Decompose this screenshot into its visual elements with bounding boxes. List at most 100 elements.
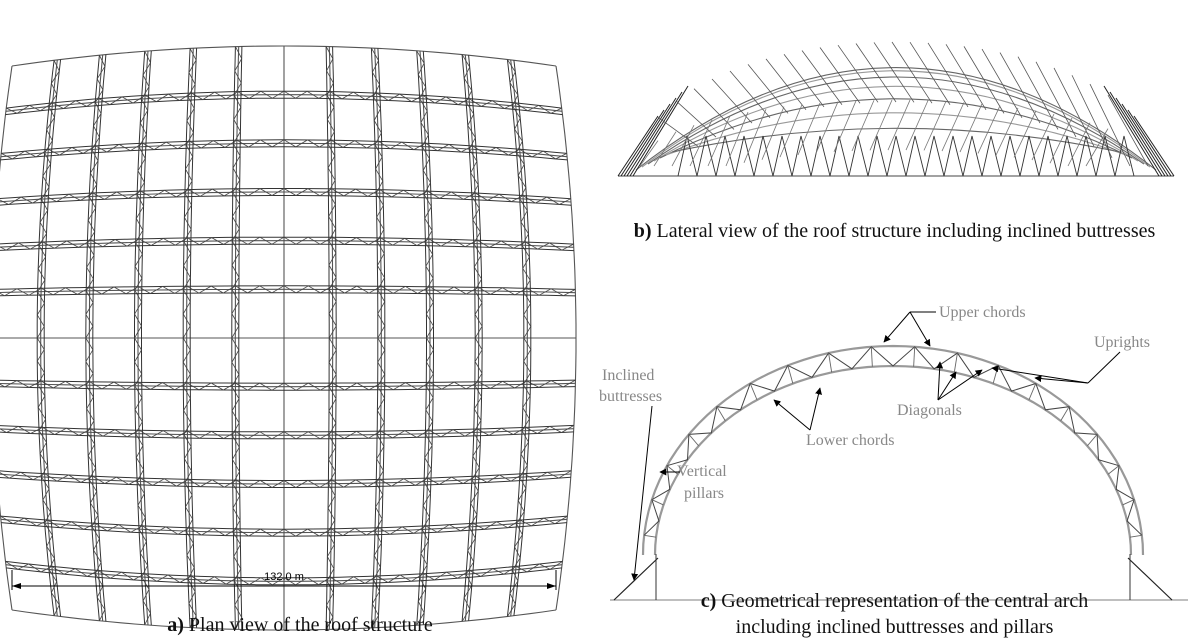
caption-c-letter: c)	[700, 590, 717, 612]
truss-bracing	[0, 425, 575, 440]
caption-b-letter: b)	[633, 220, 652, 242]
inclined-buttresses-arrow	[631, 405, 653, 581]
lattice-member	[689, 119, 713, 167]
truss-bracing	[0, 515, 568, 537]
inclined-buttress	[1127, 109, 1172, 177]
truss-chord	[141, 50, 152, 626]
upper-chords-arrow-1	[883, 311, 911, 343]
lattice-member	[779, 104, 803, 158]
inclined-buttress	[632, 85, 689, 177]
lattice-member	[941, 102, 965, 152]
truss-bracing	[0, 285, 576, 297]
lower-chords-arrow-1	[773, 399, 811, 431]
inclined-buttress	[1109, 91, 1163, 177]
lattice-member	[765, 58, 807, 111]
upright-member	[716, 406, 726, 422]
caption-a-text: Plan view of the roof structure	[183, 614, 433, 636]
upright-member	[787, 365, 794, 384]
lattice-member	[1071, 75, 1113, 159]
upright-member	[1028, 383, 1037, 401]
vertical-pillars-label-2: pillars	[684, 485, 724, 502]
inclined-buttress	[626, 97, 677, 177]
inclined-buttress	[623, 103, 671, 177]
truss-chord	[513, 60, 532, 616]
grid-line	[510, 59, 528, 617]
inclined-buttresses-label-1: Inclined	[602, 367, 654, 384]
truss-bracing	[0, 236, 574, 251]
truss-bracing	[85, 55, 106, 621]
truss-chord	[0, 292, 576, 297]
truss-chord	[377, 48, 386, 628]
truss-chord	[92, 54, 107, 622]
truss-chord	[0, 476, 571, 488]
truss-chord	[189, 48, 198, 628]
lower-chord	[653, 364, 1133, 556]
lattice-member	[923, 101, 947, 151]
upright-member	[644, 534, 657, 538]
inclined-buttress	[617, 115, 659, 177]
truss-chord	[0, 431, 574, 440]
lattice-member	[743, 108, 767, 163]
upright-member	[953, 352, 958, 373]
upright-member	[913, 346, 916, 367]
truss-bracing	[231, 46, 243, 630]
inclined-buttresses-label-2: buttresses	[599, 388, 662, 405]
caption-a-letter: a)	[167, 614, 184, 636]
lattice-member	[1049, 117, 1073, 164]
truss-bracing	[371, 47, 386, 629]
upright-member	[1129, 534, 1142, 538]
dimension-arrow-right	[547, 583, 556, 589]
plan-view-drawing: 132.0 m	[0, 45, 577, 631]
truss-bracing	[36, 60, 60, 616]
upright-member	[870, 346, 873, 367]
lattice-member	[725, 111, 749, 167]
lattice-member	[959, 103, 983, 153]
lattice-member	[747, 64, 789, 114]
inclined-buttress	[1103, 85, 1160, 177]
upright-member	[1122, 499, 1135, 506]
truss-chord	[0, 195, 572, 206]
grid-line	[11, 609, 557, 631]
truss-bracing	[507, 59, 532, 617]
caption-c: c) Geometrical representation of the cen…	[590, 588, 1199, 640]
lattice-member	[855, 43, 897, 103]
upright-member	[651, 499, 664, 506]
lattice-member	[945, 44, 987, 110]
diagonals-arrow-1	[937, 371, 957, 401]
lattice-member	[927, 42, 969, 108]
dome-structure	[617, 67, 1175, 177]
lattice-member	[995, 107, 1019, 156]
upright-member	[1086, 434, 1098, 447]
grid-line	[0, 518, 568, 534]
lattice-member	[963, 46, 1005, 114]
upright-member	[666, 465, 679, 475]
inclined-buttress	[1121, 103, 1169, 177]
dome-arc	[647, 76, 1145, 165]
truss-beams	[0, 46, 576, 630]
caption-a: a) Plan view of the roof structure	[40, 612, 560, 638]
vertical-pillars-label-1: Vertical	[677, 463, 727, 480]
truss-chord	[0, 424, 574, 433]
dome-arc	[635, 67, 1157, 171]
dimension-arrow-left	[12, 583, 21, 589]
diagonals-arrow-3	[936, 361, 944, 401]
dome-arc	[641, 70, 1151, 168]
truss-chord	[5, 97, 563, 116]
lattice-member	[891, 41, 933, 104]
lattice-member	[909, 41, 951, 105]
truss-bracing	[6, 90, 562, 114]
caption-b-text: Lateral view of the roof structure inclu…	[651, 220, 1156, 242]
lower-chords-arrow-2	[809, 387, 822, 431]
caption-b: b) Lateral view of the roof structure in…	[590, 218, 1199, 244]
upright-member	[688, 434, 700, 447]
lattice-member	[671, 124, 695, 167]
diagonals-label: Diagonals	[897, 402, 962, 419]
uprights-label: Uprights	[1094, 334, 1150, 351]
uprights-arrow-1	[1034, 375, 1089, 384]
truss-bracing	[134, 51, 151, 625]
lattice-member	[801, 50, 843, 105]
lattice-member	[815, 101, 839, 154]
lattice-member	[1031, 113, 1055, 161]
lattice-member	[833, 100, 857, 153]
truss-chord	[43, 59, 62, 617]
